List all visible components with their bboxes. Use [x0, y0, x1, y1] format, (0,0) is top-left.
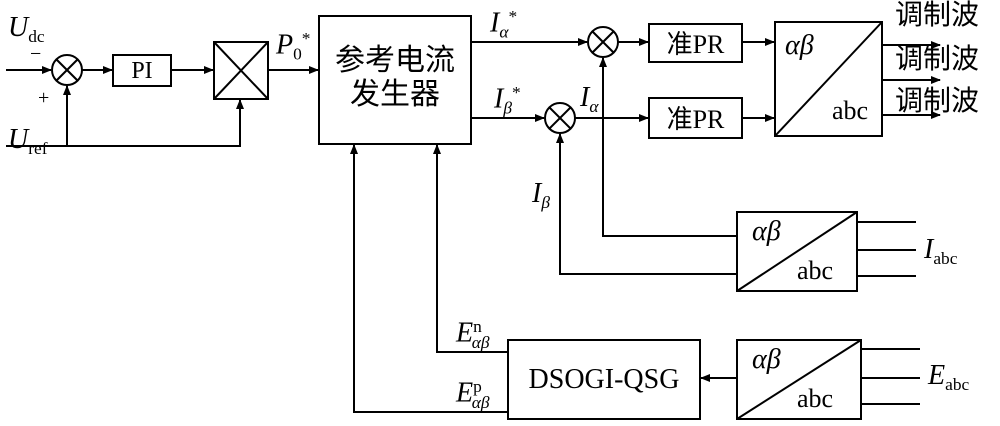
- ib-label: Iβ: [532, 178, 550, 213]
- p0-label: P0*: [276, 29, 311, 64]
- pr-beta-label: 准PR: [666, 105, 725, 134]
- output-label-3: 调制波: [895, 86, 980, 117]
- ibeta-feedback-line: [556, 133, 737, 275]
- transform-top-label-e: αβ: [752, 344, 781, 375]
- transform-bottom-label-inv: abc: [832, 96, 869, 125]
- ib-star-label: Iβ*: [494, 83, 521, 118]
- dsogi-qsg-block: [507, 339, 701, 420]
- pr-alpha-label: 准PR: [666, 30, 725, 59]
- dsogi-label: DSOGI-QSG: [528, 364, 680, 395]
- ep-label: Epαβ: [456, 377, 490, 412]
- ialpha-feedback-line: [599, 57, 737, 237]
- transform-bottom-label-i: abc: [797, 256, 834, 285]
- ep-signal-line: [350, 144, 508, 413]
- en-label: Enαβ: [456, 317, 490, 352]
- en-signal-line: [433, 144, 508, 353]
- uref-signal-line: [6, 99, 244, 147]
- reference-current-generator: [318, 15, 472, 145]
- udc-label: Udc: [8, 12, 45, 47]
- minus-sign: −: [30, 43, 42, 65]
- iabc-label: Iabc: [924, 234, 958, 269]
- pi-block: [112, 54, 172, 87]
- pi-label: PI: [131, 58, 153, 84]
- eabc-label: Eabc: [928, 360, 970, 395]
- transform-bottom-label-e: abc: [797, 384, 834, 413]
- ref-gen-label-line1: 参考电流: [335, 44, 455, 77]
- ia-label: Iα: [580, 82, 599, 117]
- transform-top-label-i: αβ: [752, 216, 781, 247]
- transform-top-label-inv: αβ: [785, 30, 814, 61]
- ref-gen-label-line2: 发生器: [350, 78, 440, 111]
- ia-star-label: Iα*: [490, 7, 518, 42]
- pr-beta-block: [648, 97, 743, 139]
- output-label-1: 调制波: [895, 0, 980, 31]
- output-label-2: 调制波: [895, 44, 980, 75]
- uref-label: Uref: [8, 124, 48, 159]
- plus-sign: +: [38, 87, 50, 109]
